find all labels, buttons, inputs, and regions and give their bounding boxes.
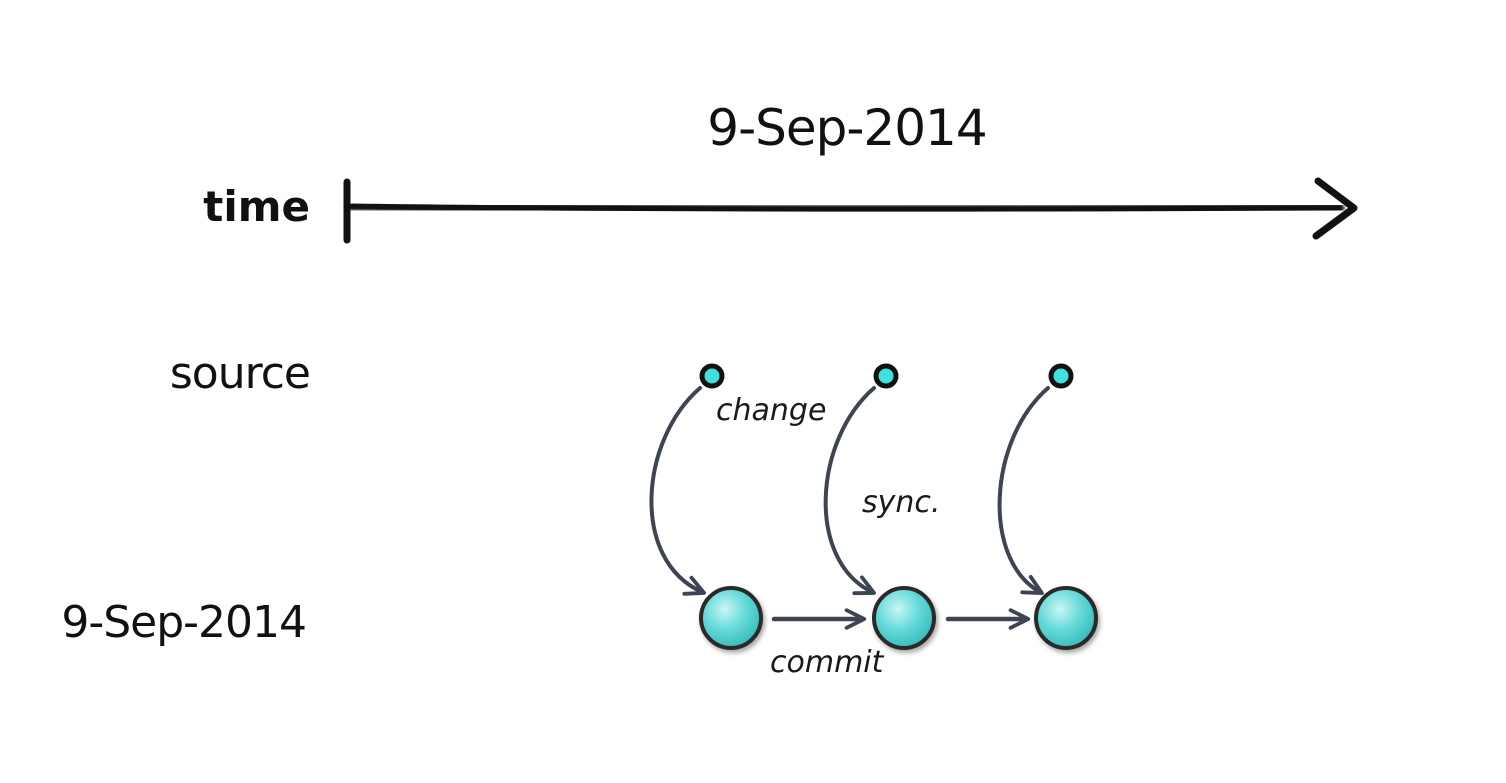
commit-nodes xyxy=(699,586,1098,650)
source-events xyxy=(699,363,1074,389)
source-change-dot xyxy=(873,363,899,389)
source-row-label: source xyxy=(170,348,310,399)
diagram-title: 9-Sep-2014 xyxy=(707,99,986,157)
source-change-dot xyxy=(1048,363,1074,389)
commit-annotation: commit xyxy=(770,645,885,680)
commit-node xyxy=(699,586,763,650)
time-axis-arrowhead xyxy=(1312,177,1358,240)
sync-arrow xyxy=(823,386,876,596)
target-row-label: 9-Sep-2014 xyxy=(61,597,306,648)
change-annotation: change xyxy=(716,393,826,428)
commit-node xyxy=(872,586,936,650)
time-axis-label: time xyxy=(203,182,310,231)
sync-arrows xyxy=(649,386,1050,596)
sync-arrow xyxy=(649,386,706,596)
time-axis-line-core xyxy=(349,203,1341,212)
time-axis: time xyxy=(203,177,1358,244)
commit-node xyxy=(1034,586,1098,650)
sync-arrow xyxy=(997,386,1050,595)
sync-annotation: sync. xyxy=(862,485,940,520)
source-row: source xyxy=(170,348,1365,399)
source-change-dot xyxy=(699,363,725,389)
